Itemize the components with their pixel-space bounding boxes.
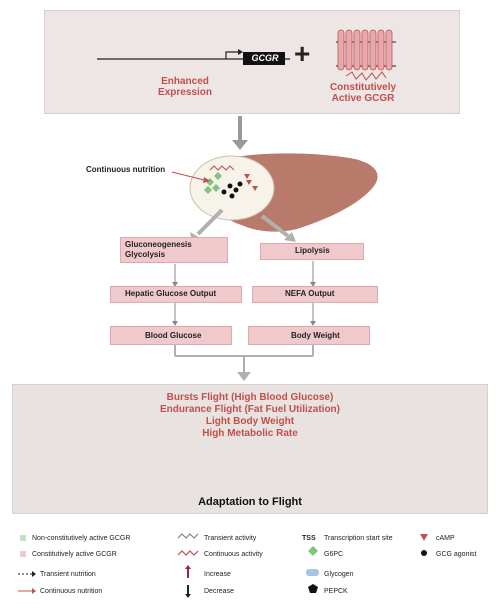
legend-glycogen-icon (306, 569, 319, 576)
continuous-nutrition-label: Continuous nutrition (86, 165, 166, 174)
legend-camp-icon (420, 534, 428, 541)
legend-active-swatch (20, 551, 26, 557)
liver-arrow-right (260, 214, 290, 238)
legend-gcg-label: GCG agonist (436, 551, 477, 558)
legend-nonactive-swatch (20, 535, 26, 541)
lipolysis-box: Lipolysis (260, 243, 364, 260)
legend-increase-icon (187, 569, 189, 578)
legend-g6pc-icon (308, 546, 318, 556)
legend-nonactive: Non-constitutively active GCGR (32, 535, 131, 542)
outcome-line: Endurance Flight (Fat Fuel Utilization) (160, 404, 340, 415)
legend-pepck-icon (308, 584, 318, 593)
legend-pepck-label: PEPCK (324, 588, 348, 595)
plus-sign: + (294, 38, 311, 69)
outcome-line: Light Body Weight (205, 416, 295, 427)
legend-glycogen-label: Glycogen (324, 571, 354, 578)
gluconeogenesis-box: Gluconeogenesis Glycolysis (120, 237, 228, 263)
blood-glucose-box: Blood Glucose (110, 326, 232, 345)
tss-arrow (225, 51, 238, 59)
body-weight-box: Body Weight (248, 326, 370, 345)
gene-label: GCGR (251, 53, 279, 63)
gcgr-gene-box (243, 52, 285, 65)
legend-increase-label: Increase (204, 571, 231, 578)
legend-transient-activity-label: Transient activity (204, 535, 257, 542)
legend-gcg-icon (421, 550, 427, 556)
legend-decrease-icon (187, 585, 189, 594)
legend-continuous-activity (177, 550, 199, 556)
adaptation-title: Adaptation to Flight (198, 496, 302, 508)
legend-transient-activity (177, 533, 199, 539)
liver-shape (189, 153, 378, 232)
legend-camp-label: cAMP (436, 535, 455, 542)
enhanced-expression-label: Enhanced Expression (158, 76, 212, 98)
nutrition-arrow (171, 171, 205, 181)
receptor-icon (336, 29, 396, 81)
constitutively-active-label: Constitutively Active GCGR (329, 82, 397, 104)
legend-active: Constitutively active GCGR (32, 551, 117, 558)
nefa-output-box: NEFA Output (252, 286, 378, 303)
hepatic-glucose-output-box: Hepatic Glucose Output (110, 286, 242, 303)
legend-decrease-label: Decrease (204, 588, 234, 595)
legend-tss-abbr: TSS (302, 535, 316, 542)
liver-arrow-left (196, 208, 224, 236)
legend-continuous-activity-label: Continuous activity (204, 551, 263, 558)
legend-transient-nutrition: Transient nutrition (40, 571, 96, 578)
legend-g6pc-label: G6PC (324, 551, 344, 558)
outcomes-panel (12, 384, 488, 514)
legend-continuous-nutrition: Continuous nutrition (40, 588, 103, 595)
legend-tss-label: Transcription start site (324, 535, 393, 542)
down-arrow-2 (237, 372, 251, 381)
liver-markers (204, 165, 258, 199)
outcome-line: Bursts Flight (High Blood Glucose) (166, 392, 334, 403)
outcome-line: High Metabolic Rate (202, 428, 298, 439)
